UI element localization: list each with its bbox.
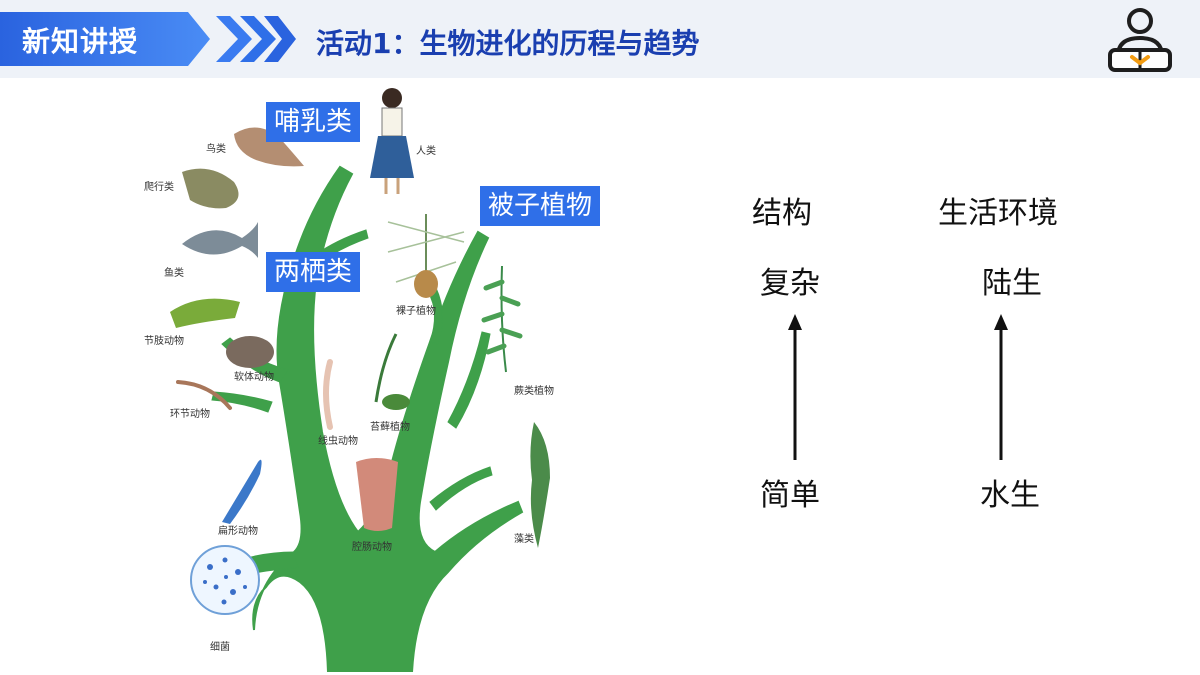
structure-complex: 复杂 [760,266,820,301]
reptiles-label: 爬行类 [144,180,174,193]
nematodes-label: 线虫动物 [318,434,358,447]
earthworm-illustration [176,380,232,410]
chevron-right-icon [216,16,296,62]
mammals-tag: 哺乳类 [266,102,361,142]
fish-illustration [182,222,258,258]
flatworms-label: 扁形动物 [218,524,258,537]
annelids-label: 环节动物 [170,407,210,420]
page-title: 活动1：生物进化的历程与趋势 [316,27,700,60]
section-tab-label: 新知讲授 [22,25,139,58]
header-band: 新知讲授 活动1：生物进化的历程与趋势 [0,0,1200,78]
arrow-up-icon [788,314,802,460]
algae-label: 藻类 [514,532,534,545]
habitat-terrestrial: 陆生 [982,266,1042,301]
arthropods-label: 节肢动物 [144,334,184,347]
gymnosperms-label: 裸子植物 [396,304,436,317]
angiosperms-tag: 被子植物 [480,186,601,226]
moss-illustration [374,333,398,403]
amphibians-tag: 两栖类 [266,252,361,292]
reading-person-icon [1108,8,1172,72]
bacteria-label: 细菌 [210,640,230,653]
section-tab-shape [0,12,210,66]
human-label: 人类 [416,144,436,157]
hydra-illustration [356,458,398,531]
clam-illustration [226,336,274,368]
evolution-tree-figure: 细菌 扁形动物 环节动物 软体动物 节肢动物 鱼类 爬行类 鸟类 人类 线虫动物… [144,88,554,672]
mollusks-label: 软体动物 [234,370,274,383]
dove-illustration [234,127,304,167]
pine-illustration [387,214,465,298]
bacteria-illustration [190,545,260,615]
habitat-heading: 生活环境 [938,196,1058,231]
habitat-aquatic: 水生 [980,478,1040,513]
structure-heading: 结构 [752,196,812,231]
roundworm-illustration [323,359,333,430]
fish-label: 鱼类 [164,266,184,279]
cnidarians-label: 腔肠动物 [352,540,392,553]
mosses-label: 苔藓植物 [370,420,410,433]
human-illustration [370,88,414,194]
arrow-up-icon [994,314,1008,460]
flatworm-illustration [222,459,262,524]
birds-label: 鸟类 [206,142,226,155]
lizard-illustration [182,168,239,209]
kelp-illustration [530,422,550,548]
structure-simple: 简单 [760,478,820,513]
fern-illustration [500,265,507,373]
grasshopper-illustration [170,298,240,328]
ferns-label: 蕨类植物 [514,384,554,397]
